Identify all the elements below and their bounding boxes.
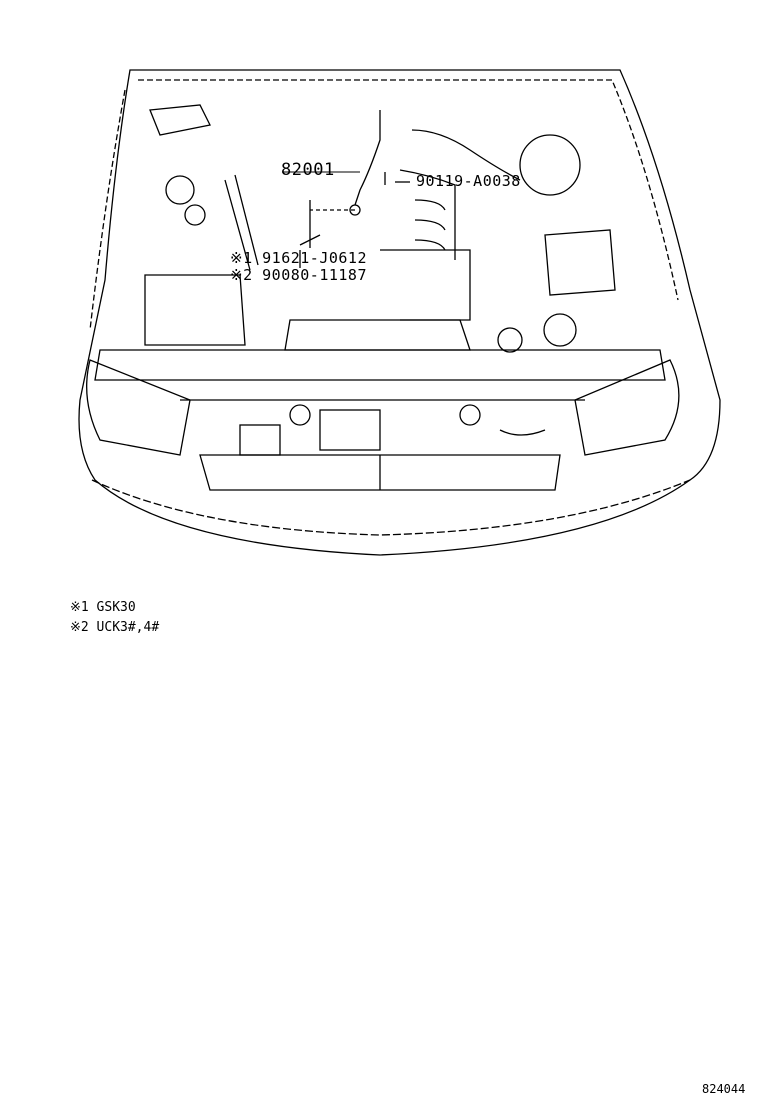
footnote-1: ※1 GSK30: [70, 600, 136, 615]
figure-id: 824044: [702, 1082, 746, 1096]
part-label-90080-11187: ※2 90080-11187: [230, 266, 367, 284]
footnote-2: ※2 UCK3#,4#: [70, 620, 160, 635]
part-label-82001: 82001: [281, 160, 335, 180]
battery: [544, 229, 616, 296]
air-box: [144, 274, 246, 346]
part-label-90119-a0038: 90119-A0038: [416, 172, 521, 190]
radiator-support: [94, 349, 666, 381]
part-label-91621-j0612: ※1 91621-J0612: [230, 249, 367, 267]
engine-block: [284, 319, 471, 351]
ground-wire: [354, 110, 381, 206]
hood-outline: [78, 69, 721, 556]
